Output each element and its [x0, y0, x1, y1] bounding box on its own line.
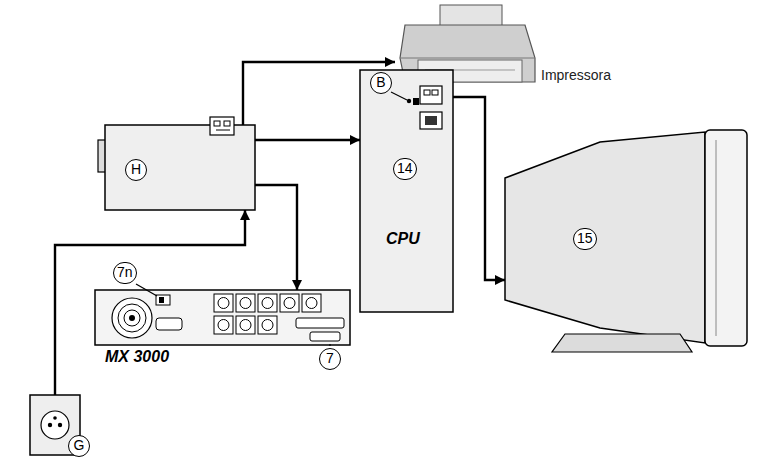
mx-3000-unit-part	[118, 304, 146, 332]
monitor-part	[716, 140, 717, 336]
h-unit-part	[214, 121, 220, 126]
device-name: MX 3000	[105, 348, 169, 366]
callout-number: 7	[319, 348, 341, 370]
outlet-grid-part	[236, 294, 255, 312]
outlet-grid-part	[284, 298, 295, 309]
callout-letter: G	[68, 435, 90, 457]
outlet-grid-part	[240, 320, 251, 331]
outlet-grid-part	[218, 298, 229, 309]
callout-letter: H	[125, 159, 147, 181]
cpu-tower-part	[360, 70, 453, 312]
mx-3000-unit-part	[112, 298, 152, 338]
leader-lines	[136, 92, 407, 346]
leader-lines-part	[136, 284, 157, 296]
cable-connector	[255, 139, 360, 141]
mx-3000-unit-part	[156, 318, 182, 330]
mx-3000-unit-part	[310, 332, 340, 341]
cable-connector	[243, 62, 395, 125]
mx-3000-unit-part	[159, 297, 164, 303]
device-name: CPU	[386, 230, 420, 248]
leader-lines-part	[391, 92, 407, 100]
wall-outlet-part	[41, 411, 69, 439]
outlet-box: G	[30, 395, 92, 455]
cpu-box: 14CPU	[360, 70, 453, 312]
h-unit-part	[105, 125, 255, 210]
outlet-grid-part	[236, 316, 255, 334]
cpu-tower-part	[420, 86, 442, 104]
callout-number: 7n	[113, 262, 137, 284]
wall-outlet-part	[58, 423, 62, 427]
mx-3000-unit-part	[156, 295, 170, 305]
leader-lines-part	[329, 344, 330, 346]
mx-3000-unit-part	[95, 290, 350, 345]
mx-3000-unit-part	[129, 315, 135, 321]
wall-outlet-part	[53, 416, 57, 420]
cpu-tower-part	[407, 99, 411, 103]
printer-part	[400, 58, 535, 59]
h-unit-box: H	[105, 125, 255, 210]
outlet-grid-part	[218, 320, 229, 331]
monitor-part	[552, 334, 692, 352]
monitor-part	[705, 130, 747, 346]
mx-3000-unit	[95, 290, 350, 345]
cpu-tower-part	[425, 116, 437, 125]
outlet-grid-part	[214, 294, 233, 312]
outlet-grid-part	[240, 298, 251, 309]
outlet-grid-part	[306, 298, 317, 309]
h-unit-part	[216, 130, 230, 131]
cpu-tower	[360, 70, 453, 312]
h-unit	[98, 117, 255, 210]
cpu-tower-part	[420, 112, 442, 129]
cable-connector	[55, 210, 245, 395]
device-name: Impressora	[541, 67, 611, 83]
h-unit-part	[210, 117, 234, 135]
outlet-grid-part	[302, 294, 321, 312]
callout-number: 14	[393, 158, 417, 180]
cpu-tower-part	[413, 98, 419, 105]
monitor	[505, 130, 747, 352]
outlet-grid-part	[280, 294, 299, 312]
cable-connector	[255, 185, 297, 290]
callout-letter: B	[370, 72, 392, 94]
mx-3000-unit-part	[296, 318, 344, 328]
outlet-grid-part	[258, 316, 277, 334]
wall-outlet-part	[48, 423, 52, 427]
cpu-tower-part	[432, 90, 438, 95]
mx-3000-unit-part	[124, 310, 140, 326]
monitor-box: 15	[505, 130, 750, 352]
monitor-part	[505, 132, 705, 343]
h-unit-part	[224, 121, 230, 126]
outlet-grid-part	[258, 294, 277, 312]
outlet-grid-part	[262, 298, 273, 309]
printer-box: Impressora	[395, 5, 640, 85]
mx-box: MX 3000	[95, 290, 350, 345]
cpu-tower-part	[424, 90, 430, 95]
cable-connector	[453, 97, 505, 280]
callout-number: 15	[573, 228, 597, 250]
outlet-grid-part	[262, 320, 273, 331]
outlet-grid-part	[214, 316, 233, 334]
